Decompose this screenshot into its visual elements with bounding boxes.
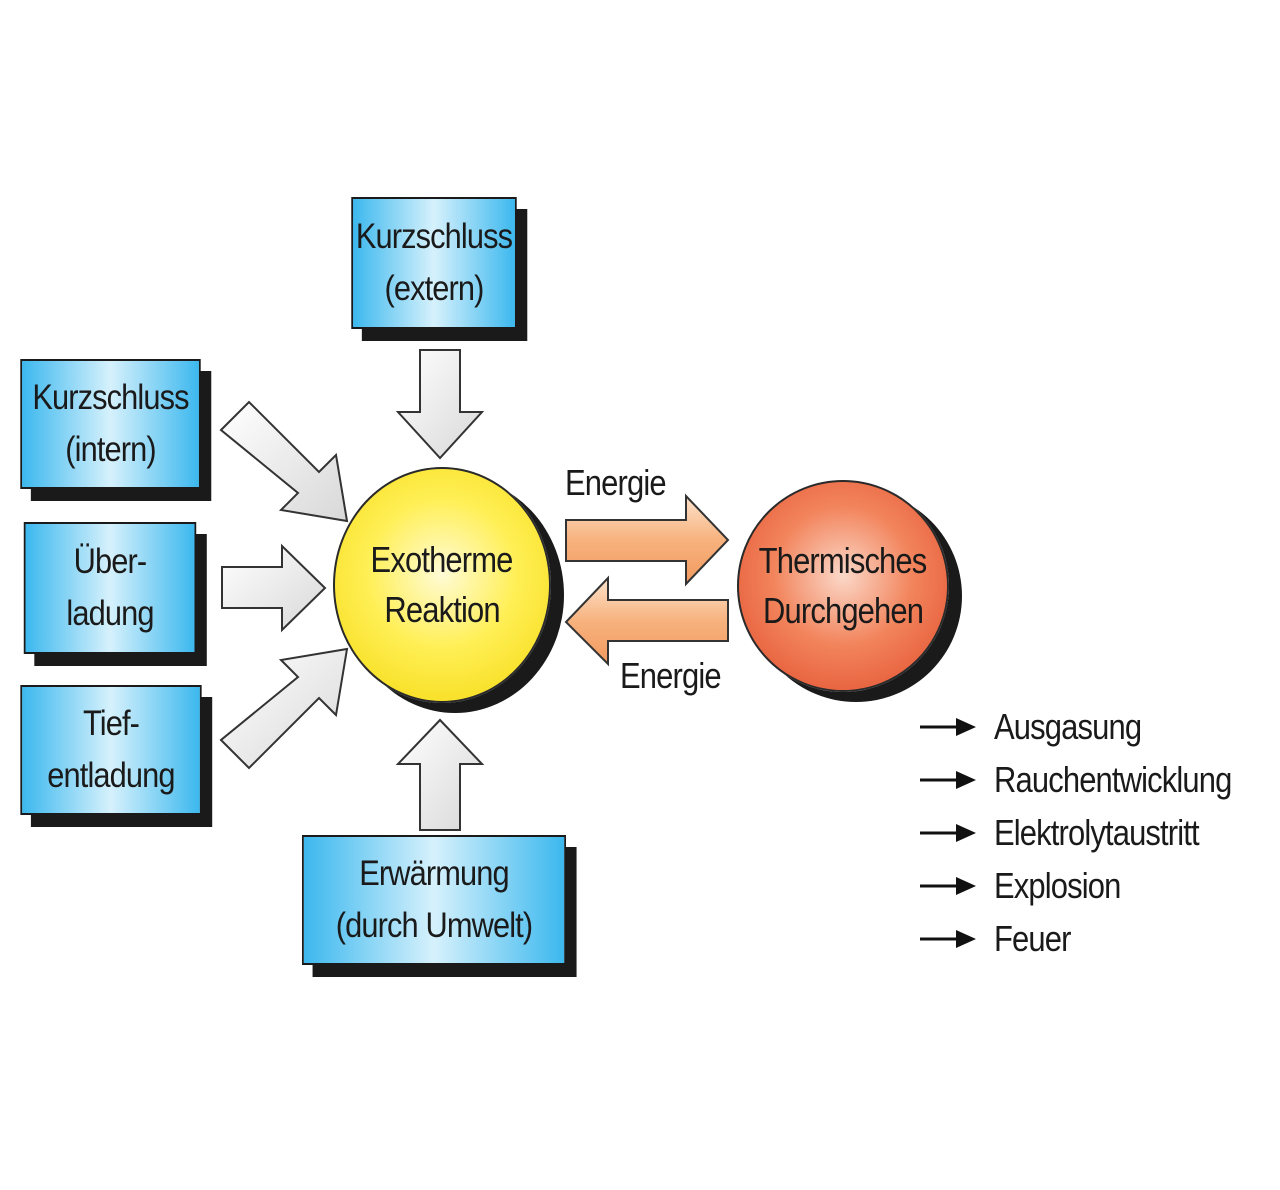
consequences-list: Ausgasung Rauchentwicklung Elektrolytaus… <box>920 700 1270 965</box>
box-overcharge-line2: ladung <box>66 594 154 633</box>
runaway-line1: Thermisches <box>759 540 928 581</box>
consequence-item: Elektrolytaustritt <box>920 806 1270 859</box>
reaction-line2: Reaktion <box>384 589 500 630</box>
consequence-label: Elektrolytaustritt <box>994 811 1200 853</box>
consequence-item: Explosion <box>920 859 1270 912</box>
runaway-line2: Durchgehen <box>762 590 924 631</box>
arrow-right-icon <box>920 717 976 736</box>
box-heating-line2: (durch Umwelt) <box>335 906 533 945</box>
consequence-label: Rauchentwicklung <box>994 758 1232 800</box>
arrow-from-internal-short <box>219 400 349 523</box>
arrow-from-overcharge <box>221 543 327 633</box>
box-short-external-line1: Kurzschluss <box>355 217 513 256</box>
arrow-right-icon <box>920 823 976 842</box>
energy-arrow-forward <box>565 493 730 587</box>
box-short-external: Kurzschluss (extern) <box>351 197 517 329</box>
arrow-from-external-short <box>395 349 485 460</box>
consequence-label: Ausgasung <box>994 705 1142 747</box>
energy-arrow-backward <box>564 575 729 667</box>
arrow-from-heating <box>395 718 485 831</box>
arrow-from-deep-discharge <box>219 647 349 770</box>
consequence-item: Rauchentwicklung <box>920 753 1270 806</box>
arrow-right-icon <box>920 929 976 948</box>
arrow-right-icon <box>920 876 976 895</box>
box-deep-discharge: Tief- entladung <box>20 685 202 815</box>
box-deep-discharge-line1: Tief- <box>82 704 140 743</box>
exothermic-reaction-circle: Exotherme Reaktion <box>333 467 551 703</box>
consequence-label: Feuer <box>994 917 1071 959</box>
box-heating-line1: Erwärmung <box>359 854 509 893</box>
box-short-internal: Kurzschluss (intern) <box>20 359 201 489</box>
box-short-external-line2: (extern) <box>384 269 484 308</box>
reaction-line1: Exotherme <box>371 539 514 580</box>
consequence-item: Feuer <box>920 912 1270 965</box>
energy-label-backward: Energie <box>620 655 722 696</box>
thermal-runaway-circle: Thermisches Durchgehen <box>737 480 949 692</box>
consequence-label: Explosion <box>994 864 1121 906</box>
box-short-internal-line2: (intern) <box>65 430 156 469</box>
box-overcharge-line1: Über- <box>73 542 148 581</box>
box-heating: Erwärmung (durch Umwelt) <box>302 835 566 965</box>
arrow-right-icon <box>920 770 976 789</box>
box-overcharge: Über- ladung <box>23 522 197 654</box>
consequence-item: Ausgasung <box>920 700 1270 753</box>
energy-label-forward: Energie <box>565 462 667 503</box>
box-short-internal-line1: Kurzschluss <box>32 378 189 417</box>
box-deep-discharge-line2: entladung <box>47 756 175 795</box>
